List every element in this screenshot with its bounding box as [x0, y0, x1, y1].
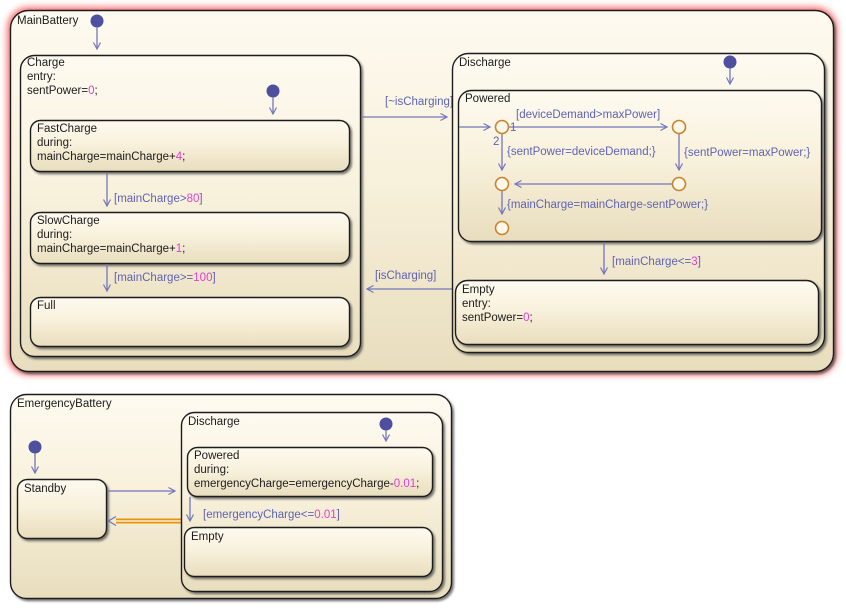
default-transition-dot[interactable] — [90, 14, 104, 28]
state-title: MainBattery — [17, 15, 79, 27]
transition-label: {sentPower=maxPower;} — [684, 147, 810, 159]
state-during-keyword: during: — [194, 464, 229, 476]
state-empty-emergency[interactable] — [183, 526, 434, 578]
branch-order-label-1: 1 — [510, 122, 516, 134]
default-transition-fastcharge[interactable] — [266, 84, 280, 116]
state-title: EmergencyBattery — [17, 398, 112, 410]
state-entry-action: sentPower=0; — [462, 312, 533, 324]
transition-junction3-junction5[interactable]: {mainCharge=mainCharge-sentPower;} — [497, 191, 708, 216]
junction-3[interactable] — [494, 176, 510, 192]
state-standby[interactable] — [16, 478, 108, 540]
state-during-action: mainCharge=mainCharge+1; — [37, 243, 185, 255]
transition-label: {sentPower=deviceDemand;} — [507, 146, 656, 158]
transition-label: [~isCharging] — [385, 96, 453, 108]
junction-5[interactable] — [494, 220, 510, 236]
state-title: Powered — [194, 450, 239, 462]
transition-label: [mainCharge>80] — [114, 193, 203, 205]
state-during-keyword: during: — [37, 229, 72, 241]
transition-junction2-junction4[interactable]: {sentPower=maxPower;} — [674, 134, 810, 172]
transition-label: [deviceDemand>maxPower] — [516, 109, 660, 121]
default-transition-dot[interactable] — [266, 84, 280, 98]
transition-junction1-junction2[interactable]: [deviceDemand>maxPower] — [509, 109, 669, 132]
state-title: Charge — [27, 57, 65, 69]
default-transition-powered[interactable] — [723, 55, 737, 86]
transition-label: {mainCharge=mainCharge-sentPower;} — [507, 199, 708, 211]
state-during-action: emergencyCharge=emergencyCharge-0.01; — [194, 478, 419, 490]
transition-discharge-standby-active[interactable] — [107, 515, 182, 527]
state-title: Standby — [24, 483, 66, 495]
state-fastcharge[interactable] — [29, 119, 351, 173]
transition-label: [isCharging] — [375, 270, 436, 282]
state-full[interactable] — [29, 296, 351, 348]
transition-arrowhead — [107, 515, 117, 527]
state-title: Discharge — [188, 416, 240, 428]
default-transition-powered-emergency[interactable] — [379, 417, 393, 443]
state-entry-action: sentPower=0; — [27, 85, 98, 97]
state-during-action: mainCharge=mainCharge+4; — [37, 151, 185, 163]
transition-junction1-junction3[interactable]: {sentPower=deviceDemand;} — [497, 134, 656, 172]
branch-order-label-2: 2 — [493, 136, 499, 148]
default-transition-dot[interactable] — [723, 55, 737, 69]
transition-powered-empty-emergency[interactable]: [emergencyCharge<=0.01] — [185, 497, 340, 523]
default-transition-dot[interactable] — [28, 440, 42, 454]
transition-slowcharge-full[interactable]: [mainCharge>=100] — [102, 264, 216, 293]
transition-label: [emergencyCharge<=0.01] — [203, 509, 340, 521]
state-empty-main[interactable] — [454, 279, 820, 346]
state-powered[interactable] — [457, 89, 823, 243]
state-title: Empty — [462, 284, 495, 296]
transition-powered-empty[interactable]: [mainCharge<=3] — [599, 242, 701, 276]
state-entry-keyword: entry: — [27, 71, 56, 83]
state-title: FastCharge — [37, 123, 97, 135]
transition-charge-discharge[interactable]: [~isCharging] — [361, 96, 453, 122]
transition-discharge-charge[interactable]: [isCharging] — [365, 270, 455, 294]
state-entry-keyword: entry: — [462, 298, 491, 310]
state-title: SlowCharge — [37, 215, 100, 227]
default-transition-charge[interactable] — [90, 14, 104, 51]
transition-label: [mainCharge<=3] — [612, 256, 701, 268]
state-powered-emergency[interactable] — [186, 446, 434, 498]
state-title: Discharge — [459, 57, 511, 69]
default-transition-standby[interactable] — [28, 440, 42, 475]
junction-4[interactable] — [671, 176, 687, 192]
junction-1[interactable] — [494, 119, 510, 135]
state-title: Full — [37, 300, 56, 312]
state-title: Empty — [191, 531, 224, 543]
state-slowcharge[interactable] — [29, 211, 351, 265]
default-transition-dot[interactable] — [379, 417, 393, 431]
junction-2[interactable] — [671, 119, 687, 135]
transition-fastcharge-slowcharge[interactable]: [mainCharge>80] — [102, 172, 203, 208]
state-during-keyword: during: — [37, 137, 72, 149]
state-title: Powered — [465, 93, 510, 105]
transition-label: [mainCharge>=100] — [114, 272, 216, 284]
